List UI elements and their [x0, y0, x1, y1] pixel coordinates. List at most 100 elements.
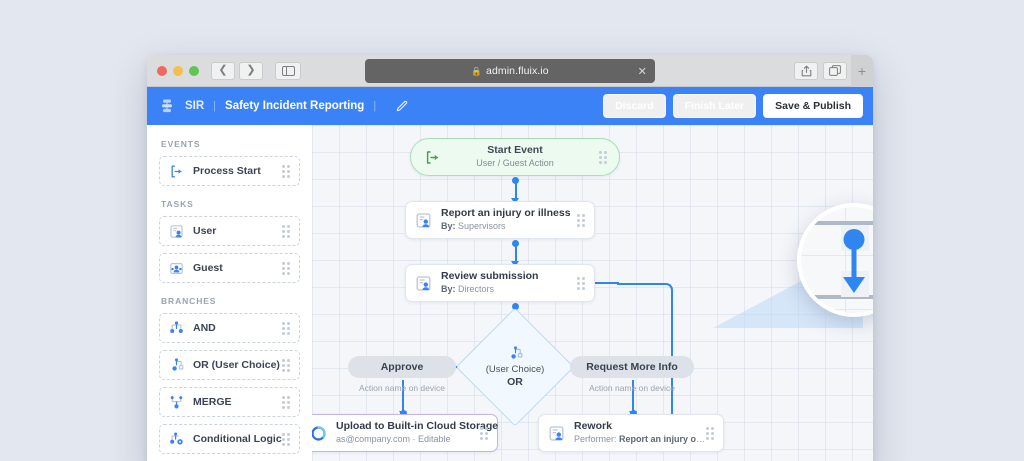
- lock-icon: 🔒: [471, 65, 482, 76]
- breadcrumb-short[interactable]: SIR: [185, 100, 205, 112]
- palette-group-tasks: TASKS User: [159, 199, 300, 283]
- close-window-button[interactable]: [157, 65, 167, 76]
- palette-item-label: OR (User Choice): [193, 359, 280, 371]
- connector-segment: [402, 380, 404, 413]
- magnifier-node-edge-bottom: [807, 295, 873, 299]
- branch-pill-label: Request More Info: [570, 356, 694, 378]
- branch-and-icon: [169, 320, 184, 336]
- node-subtitle: as@company.com · Editable: [336, 434, 480, 446]
- drag-handle-icon[interactable]: [282, 432, 290, 446]
- palette-group-title: BRANCHES: [161, 296, 217, 306]
- drag-handle-icon[interactable]: [282, 321, 290, 335]
- share-icon[interactable]: [794, 61, 818, 80]
- node-subtitle-prefix: Performer:: [574, 434, 617, 445]
- gateway-line-2: OR: [507, 376, 523, 388]
- browser-tab[interactable]: 🔒 admin.fluix.io ✕: [365, 59, 655, 83]
- user-task-icon: [415, 275, 432, 292]
- node-subtitle-prefix: By:: [441, 221, 456, 232]
- drag-handle-icon[interactable]: [282, 164, 290, 178]
- minimize-window-button[interactable]: [173, 65, 183, 76]
- node-subtitle: Performer: Report an injury or illn...: [574, 434, 706, 446]
- maximize-window-button[interactable]: [189, 65, 199, 76]
- palette-item-and[interactable]: AND: [159, 313, 300, 343]
- show-tabs-icon[interactable]: [823, 61, 847, 80]
- node-subtitle-value: as@company.com: [336, 434, 410, 445]
- node-title: Rework: [574, 420, 612, 433]
- user-task-icon: [548, 425, 565, 442]
- conditional-logic-icon: [169, 432, 184, 447]
- palette-group-title: TASKS: [161, 199, 194, 209]
- guest-task-icon: [169, 261, 184, 276]
- connector-segment: [514, 243, 517, 263]
- connector-arrow-icon: [843, 277, 865, 293]
- palette-item-label: User: [193, 225, 217, 237]
- user-task-icon: [415, 212, 432, 229]
- node-subtitle: By: Directors: [441, 284, 577, 296]
- node-rework[interactable]: Rework Performer: Report an injury or il…: [538, 414, 724, 452]
- palette-item-label: AND: [193, 322, 216, 334]
- workflow-canvas[interactable]: Start Event User / Guest Action: [312, 125, 873, 461]
- new-tab-plus-icon[interactable]: +: [851, 55, 873, 87]
- node-subtitle: User / Guest Action: [476, 158, 554, 169]
- drag-handle-icon[interactable]: [599, 150, 607, 164]
- drag-handle-icon[interactable]: [282, 358, 290, 372]
- branch-label-request-more-info[interactable]: Request More Info Action name on device: [570, 356, 694, 393]
- palette-item-label: Guest: [193, 262, 223, 274]
- pencil-edit-icon[interactable]: [395, 99, 409, 113]
- fluix-logo-icon: [159, 98, 175, 114]
- palette-item-or-user-choice[interactable]: OR (User Choice): [159, 350, 300, 380]
- connector-segment: [851, 239, 857, 283]
- node-title: Start Event: [487, 144, 543, 157]
- drag-handle-icon[interactable]: [706, 426, 714, 440]
- save-and-publish-button[interactable]: Save & Publish: [763, 94, 863, 118]
- palette-item-conditional-logic[interactable]: Conditional Logic: [159, 424, 300, 454]
- node-gateway-user-choice[interactable]: (User Choice) OR: [455, 307, 575, 427]
- drag-handle-icon[interactable]: [282, 261, 290, 275]
- tab-url-label: admin.fluix.io: [486, 65, 549, 77]
- sidebar-toggle-icon[interactable]: [275, 61, 301, 80]
- branch-or-icon: [508, 346, 523, 361]
- breadcrumb-separator-2: |: [373, 100, 377, 112]
- breadcrumb-separator: |: [213, 100, 217, 112]
- palette-item-label: Process Start: [193, 165, 261, 177]
- drag-handle-icon[interactable]: [282, 224, 290, 238]
- node-review-submission[interactable]: Review submission By: Directors: [405, 264, 595, 302]
- node-subtitle-dot: ·: [412, 434, 416, 445]
- palette-item-label: MERGE: [193, 396, 232, 408]
- branch-merge-icon: [169, 395, 184, 410]
- branch-label-approve[interactable]: Approve Action name on device: [348, 356, 456, 393]
- palette-item-merge[interactable]: MERGE: [159, 387, 300, 417]
- node-report-injury[interactable]: Report an injury or illness By: Supervis…: [405, 201, 595, 239]
- browser-titlebar: ❮ ❯ 🔒 admin.fluix.io ✕: [147, 55, 873, 87]
- connector-zoom-magnifier: [797, 203, 873, 317]
- browser-window: ❮ ❯ 🔒 admin.fluix.io ✕: [147, 55, 873, 461]
- node-subtitle-prefix: By:: [441, 284, 456, 295]
- close-icon[interactable]: ✕: [637, 65, 647, 78]
- node-subtitle-extra: Editable: [418, 434, 451, 445]
- finish-later-button[interactable]: Finish Later: [672, 94, 757, 118]
- branch-pill-caption: Action name on device: [359, 383, 445, 393]
- magnifier-node-edge-top: [807, 221, 873, 225]
- drag-handle-icon[interactable]: [577, 213, 585, 227]
- palette-item-process-start[interactable]: Process Start: [159, 156, 300, 186]
- node-title: Upload to Built-in Cloud Storage: [336, 420, 499, 433]
- node-start-event[interactable]: Start Event User / Guest Action: [410, 138, 620, 176]
- discard-button[interactable]: Discard: [603, 94, 666, 118]
- palette-item-guest[interactable]: Guest: [159, 253, 300, 283]
- branch-or-icon: [169, 357, 184, 373]
- elements-palette-sidebar: EVENTS Process Start TASKS: [147, 125, 312, 461]
- palette-item-user[interactable]: User: [159, 216, 300, 246]
- back-arrow-icon[interactable]: ❮: [211, 61, 235, 80]
- forward-arrow-icon[interactable]: ❯: [239, 61, 263, 80]
- node-upload-cloud-storage[interactable]: Upload to Built-in Cloud Storage as@comp…: [312, 414, 498, 452]
- branch-pill-caption: Action name on device: [589, 383, 675, 393]
- window-traffic-lights[interactable]: [157, 65, 199, 76]
- drag-handle-icon[interactable]: [282, 395, 290, 409]
- cloud-storage-icon: [312, 425, 327, 442]
- connector-segment: [514, 180, 517, 200]
- drag-handle-icon[interactable]: [480, 426, 488, 440]
- node-subtitle-value: Directors: [458, 284, 495, 295]
- drag-handle-icon[interactable]: [577, 276, 585, 290]
- palette-item-label: Conditional Logic: [193, 433, 282, 445]
- connector-segment: [632, 380, 634, 413]
